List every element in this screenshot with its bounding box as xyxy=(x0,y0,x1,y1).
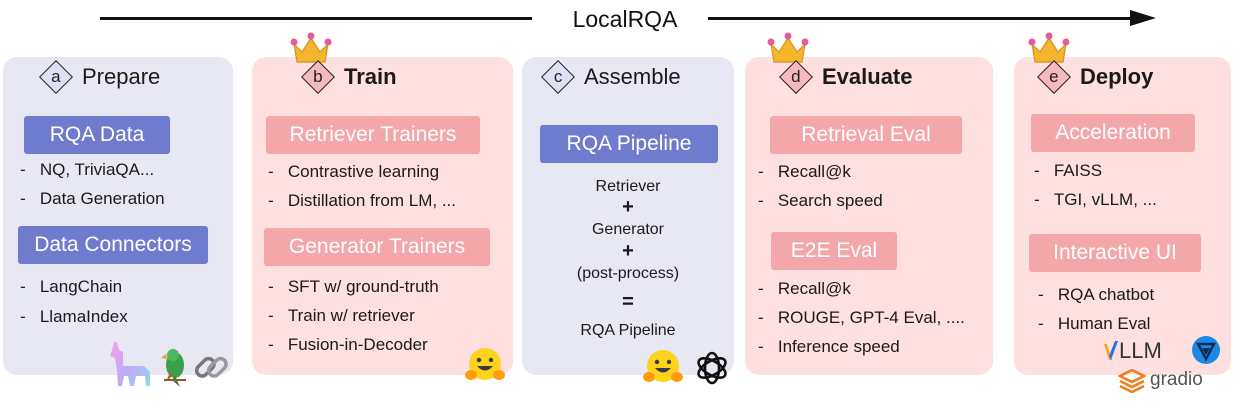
flow-step: (post-process) xyxy=(576,265,680,282)
list-item: - Contrastive learning xyxy=(268,162,440,181)
stage-name: Train xyxy=(344,64,397,89)
stage-name: Assemble xyxy=(584,64,681,89)
chain-link-icon xyxy=(194,356,228,378)
group-label: Retrieval Eval xyxy=(770,116,962,154)
stage-header-deploy: e Deploy xyxy=(1036,60,1153,94)
gradio-logo-text: gradio xyxy=(1150,369,1203,390)
hugging-face-icon xyxy=(643,350,683,382)
crown-icon xyxy=(767,32,809,63)
stage-header-train: b Train xyxy=(300,60,397,94)
crown-icon xyxy=(290,32,332,63)
stage-letter-badge: d xyxy=(779,60,813,94)
llama-icon xyxy=(110,342,150,386)
stage-letter-badge: b xyxy=(301,60,335,94)
stage-panel-train xyxy=(252,57,513,375)
gradio-logo xyxy=(1118,369,1146,393)
list-item: - LlamaIndex xyxy=(20,307,128,326)
openai-icon xyxy=(697,351,727,385)
list-item: - Recall@k xyxy=(758,279,851,298)
diagram-title: LocalRQA xyxy=(572,6,678,32)
flow-step: Generator xyxy=(591,221,665,238)
stage-letter-badge: a xyxy=(39,60,73,94)
stage-header-assemble: c Assemble xyxy=(540,60,681,94)
list-item: - Inference speed xyxy=(758,337,900,356)
list-item: - Recall@k xyxy=(758,162,851,181)
flow-arrow-head xyxy=(1130,10,1156,26)
list-item: - ROUGE, GPT-4 Eval, .... xyxy=(758,308,965,327)
stage-header-prepare: a Prepare xyxy=(38,60,160,94)
flow-arrow-left xyxy=(100,17,532,20)
list-item: - Distillation from LM, ... xyxy=(268,191,456,210)
group-label: Data Connectors xyxy=(18,226,208,264)
stage-name: Deploy xyxy=(1080,64,1154,89)
stage-panel-deploy xyxy=(1014,57,1231,375)
vllm-logo xyxy=(1104,341,1118,360)
list-item: - TGI, vLLM, ... xyxy=(1034,190,1157,209)
list-item: - Train w/ retriever xyxy=(268,306,415,325)
group-label: Retriever Trainers xyxy=(266,116,480,154)
group-label: RQA Data xyxy=(24,116,170,154)
group-label: Generator Trainers xyxy=(264,228,490,266)
flow-operator: + xyxy=(622,196,634,218)
parrot-icon xyxy=(161,349,186,387)
group-label: E2E Eval xyxy=(771,232,897,270)
stage-name: Prepare xyxy=(82,64,161,89)
stage-panel-prepare xyxy=(3,57,233,375)
vllm-logo-text: LLM xyxy=(1119,338,1162,363)
flow-operator: + xyxy=(622,240,634,262)
list-item: - SFT w/ ground-truth xyxy=(268,277,439,296)
group-label: Acceleration xyxy=(1031,114,1195,152)
list-item: - RQA chatbot xyxy=(1038,285,1155,304)
stage-letter-badge: e xyxy=(1037,60,1071,94)
list-item: - Human Eval xyxy=(1038,314,1151,333)
stage-letter-badge: c xyxy=(541,60,575,94)
list-item: - NQ, TriviaQA... xyxy=(20,160,155,179)
stage-panel-assemble xyxy=(522,57,734,375)
list-item: - Search speed xyxy=(758,191,883,210)
list-item: - LangChain xyxy=(20,277,123,296)
crown-icon xyxy=(1028,32,1070,63)
list-item: - FAISS xyxy=(1034,161,1103,180)
group-label: RQA Pipeline xyxy=(540,125,718,163)
list-item: - Data Generation xyxy=(20,189,165,208)
list-item: - Fusion-in-Decoder xyxy=(268,335,428,354)
flow-step: RQA Pipeline xyxy=(580,322,676,339)
stage-panel-evaluate xyxy=(745,57,993,375)
flow-step: Retriever xyxy=(595,178,661,195)
group-label: Interactive UI xyxy=(1029,234,1201,272)
stage-name: Evaluate xyxy=(822,64,913,89)
tgi-logo xyxy=(1192,336,1220,364)
flow-arrow-right xyxy=(708,17,1133,20)
stage-header-evaluate: d Evaluate xyxy=(778,60,913,94)
flow-operator: = xyxy=(622,291,634,313)
hugging-face-icon xyxy=(465,348,505,380)
